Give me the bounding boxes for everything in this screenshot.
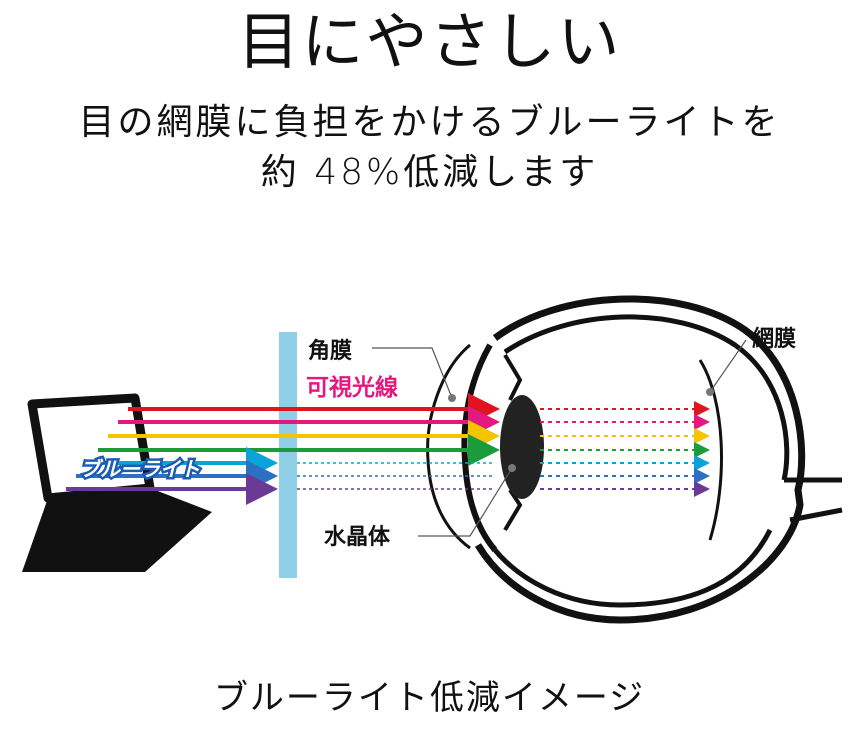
rays-inside-eye [540, 401, 710, 497]
label-cornea: 角膜 [308, 338, 352, 364]
subtitle-line-1: 目の網膜に負担をかけるブルーライトを [78, 102, 781, 143]
blue-light-filter [279, 332, 297, 578]
diagram-caption: ブルーライト低減イメージ [213, 678, 646, 718]
light-rays [66, 393, 500, 505]
label-retina: 網膜 [752, 326, 796, 352]
label-lens: 水晶体 [324, 525, 391, 550]
eye-illustration [426, 295, 843, 624]
label-visible-light: 可視光線 [306, 374, 398, 401]
leader-lines [372, 339, 747, 537]
laptop-illustration [22, 393, 212, 572]
label-blue-light: ブルーライト [80, 457, 200, 481]
page-title: 目にやさしい [237, 5, 622, 78]
subtitle-line-2: 約 48%低減します [260, 152, 599, 193]
